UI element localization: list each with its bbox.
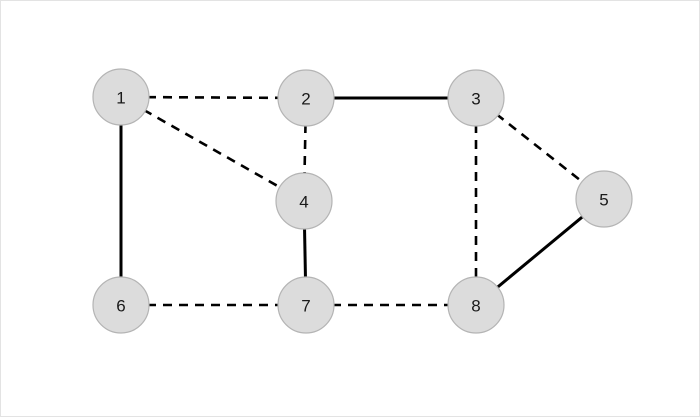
graph-node-label-6: 6 (116, 297, 125, 316)
graph-node-circle-7[interactable] (277, 276, 335, 334)
graph-node-label-2: 2 (301, 90, 310, 109)
graph-node-circle-5[interactable] (575, 170, 633, 228)
graph-node-circle-8[interactable] (447, 276, 505, 334)
graph-node-5[interactable]: 5 (575, 170, 633, 228)
graph-edge-4-7 (303, 226, 307, 280)
graph-node-label-1: 1 (116, 89, 125, 108)
graph-edge-3-5 (495, 113, 585, 184)
graph-node-4[interactable]: 4 (275, 172, 333, 230)
graph-edge-1-2 (146, 95, 281, 100)
graph-node-3[interactable]: 3 (447, 69, 505, 127)
graph-node-6[interactable]: 6 (92, 276, 150, 334)
graph-node-label-5: 5 (599, 191, 608, 210)
graph-node-2[interactable]: 2 (277, 69, 335, 127)
graph-node-8[interactable]: 8 (447, 276, 505, 334)
graph-node-label-4: 4 (299, 193, 308, 212)
graph-node-7[interactable]: 7 (277, 276, 335, 334)
graph-node-1[interactable]: 1 (92, 68, 150, 126)
graph-node-circle-4[interactable] (275, 172, 333, 230)
graph-node-circle-6[interactable] (92, 276, 150, 334)
graph-node-label-7: 7 (301, 297, 310, 316)
graph-edge-5-8 (495, 214, 585, 290)
graph-node-label-8: 8 (471, 297, 480, 316)
graph-node-circle-3[interactable] (447, 69, 505, 127)
graph-node-label-3: 3 (471, 90, 480, 109)
graph-edge-2-4 (303, 123, 307, 176)
graph-edge-1-4 (142, 108, 283, 190)
graph-node-circle-1[interactable] (92, 68, 150, 126)
nodes-layer: 1 2 3 4 5 6 7 8 (92, 68, 633, 334)
edges-layer (119, 95, 585, 307)
graph-node-circle-2[interactable] (277, 69, 335, 127)
